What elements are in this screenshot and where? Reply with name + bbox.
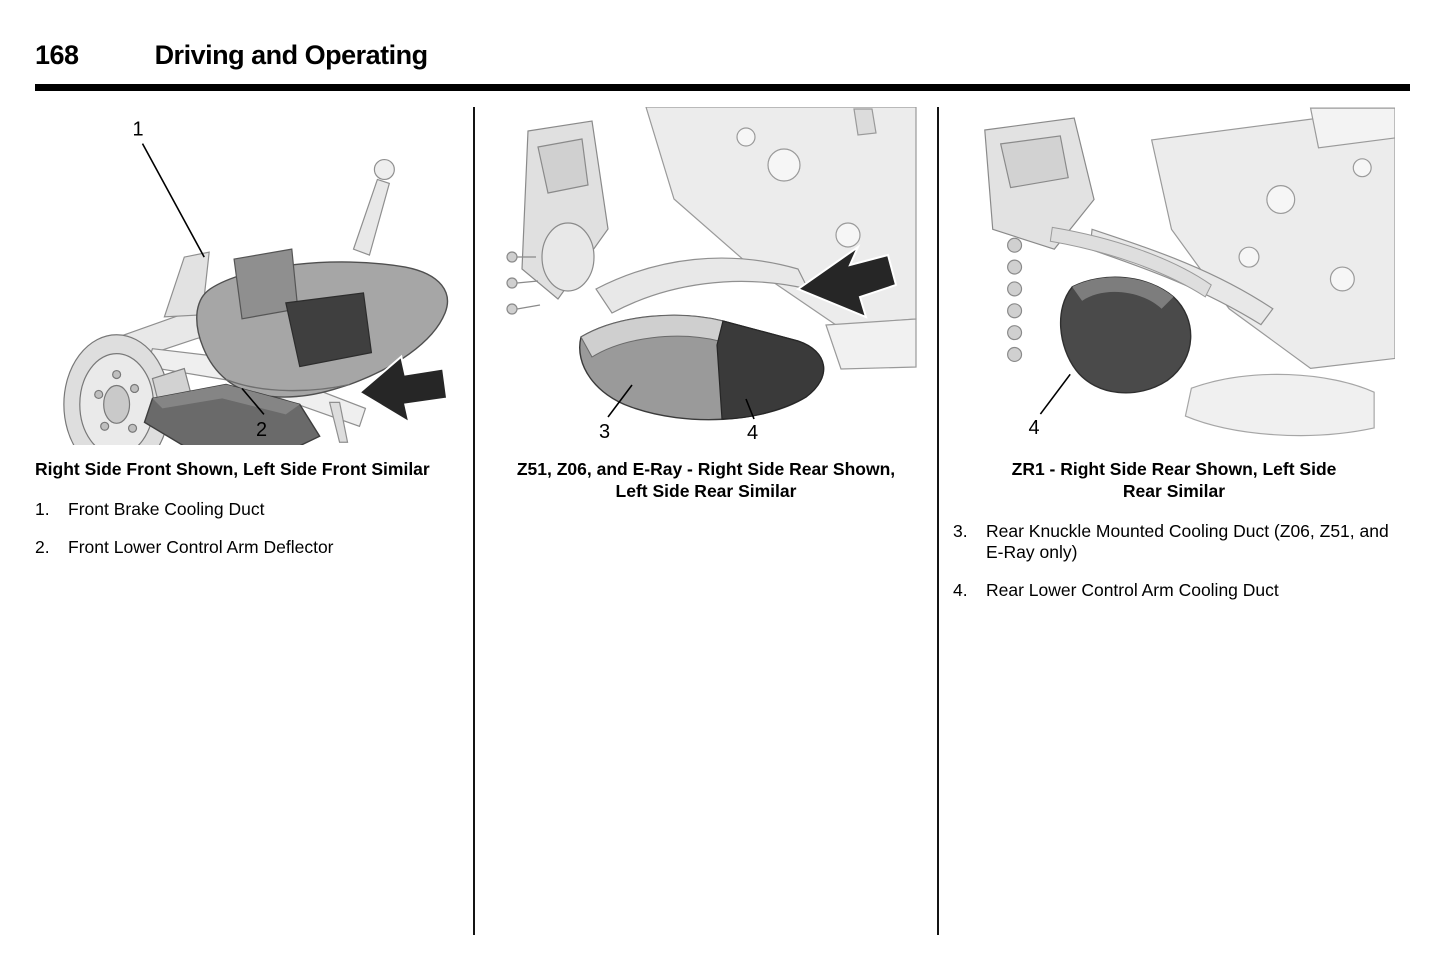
column-divider xyxy=(473,107,475,935)
rear-knuckle-assembly xyxy=(506,120,609,315)
list-item-number: 2. xyxy=(35,537,50,558)
column-front-ducts: 1 2 Right Side Front Shown, Left Side Fr… xyxy=(35,107,473,935)
rear-suspension-illustration-z51: 3 4 xyxy=(493,107,919,445)
list-item-text: Front Brake Cooling Duct xyxy=(68,498,265,519)
callout-leader-line xyxy=(607,384,633,418)
list-item: 4. Rear Lower Control Arm Cooling Duct xyxy=(953,580,1395,601)
list-item-text: Rear Lower Control Arm Cooling Duct xyxy=(986,580,1279,601)
figure-caption: Z51, Z06, and E-Ray - Right Side Rear Sh… xyxy=(516,459,896,501)
column-divider xyxy=(937,107,939,935)
rear-suspension-illustration-zr1: 4 xyxy=(953,107,1395,445)
callout-4: 4 xyxy=(747,422,758,444)
direction-arrow xyxy=(795,244,898,319)
list-item: 3. Rear Knuckle Mounted Cooling Duct (Z0… xyxy=(953,521,1395,564)
page-title: Driving and Operating xyxy=(154,40,429,70)
column-z51-z06-eray-rear: 3 4 Z51, Z06, and E-Ray - Right Side Rea… xyxy=(475,107,937,935)
list-item-text: Rear Knuckle Mounted Cooling Duct (Z06, … xyxy=(986,520,1389,563)
exhaust-component xyxy=(1184,373,1375,437)
callout-3: 3 xyxy=(599,421,610,443)
list-item-number: 3. xyxy=(953,520,968,541)
rear-lower-control-arm-cooling-duct xyxy=(1060,276,1192,394)
rear-subframe xyxy=(1150,107,1395,369)
halfshaft xyxy=(1049,226,1212,298)
callout-4: 4 xyxy=(1028,417,1039,439)
callout-leader-line xyxy=(241,387,265,415)
column-zr1-rear: 4 ZR1 - Right Side Rear Shown, Left Side… xyxy=(939,107,1409,935)
page-number: 168 xyxy=(35,40,79,70)
front-brake-cooling-duct xyxy=(196,248,449,398)
callout-leader-line xyxy=(1039,373,1071,415)
content-columns: 1 2 Right Side Front Shown, Left Side Fr… xyxy=(0,91,1445,935)
list-item: 1. Front Brake Cooling Duct xyxy=(35,499,463,520)
header-rule xyxy=(35,84,1410,91)
list-item: 2. Front Lower Control Arm Deflector xyxy=(35,537,463,558)
figure-caption: Right Side Front Shown, Left Side Front … xyxy=(35,459,430,479)
figure-3-list: 3. Rear Knuckle Mounted Cooling Duct (Z0… xyxy=(953,521,1395,602)
rear-cooling-ducts xyxy=(579,314,825,421)
front-suspension-drawing: 1 2 xyxy=(63,119,449,445)
list-item-number: 1. xyxy=(35,498,50,519)
rear-knuckle-assembly xyxy=(984,117,1095,363)
control-arm xyxy=(595,257,810,314)
direction-arrow xyxy=(357,354,449,425)
callout-2: 2 xyxy=(256,419,267,441)
list-item-number: 4. xyxy=(953,580,968,601)
figure-caption: ZR1 - Right Side Rear Shown, Left Side R… xyxy=(1011,459,1337,501)
front-suspension-illustration: 1 2 xyxy=(35,107,463,445)
callout-1: 1 xyxy=(133,119,144,141)
callout-leader-line xyxy=(745,398,755,420)
callout-leader-line xyxy=(141,143,205,258)
list-item-text: Front Lower Control Arm Deflector xyxy=(68,537,334,558)
front-lower-control-arm-deflector xyxy=(143,383,321,445)
figure-1-list: 1. Front Brake Cooling Duct 2. Front Low… xyxy=(35,499,463,559)
rear-suspension-drawing: 3 4 xyxy=(506,107,917,444)
page-header: 168 Driving and Operating xyxy=(0,0,1445,71)
zr1-rear-suspension-drawing: 4 xyxy=(984,107,1395,439)
